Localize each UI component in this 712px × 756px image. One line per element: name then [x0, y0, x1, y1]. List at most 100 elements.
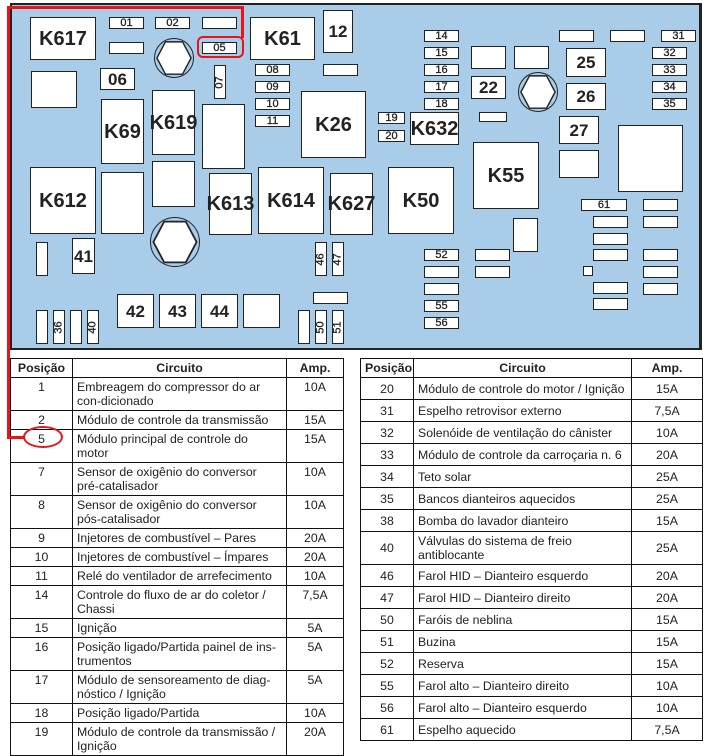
component-label: 14 [435, 29, 448, 42]
relay-k612: K612 [30, 167, 96, 234]
fuse-f05: 05 [202, 42, 237, 54]
relay-k617: K617 [30, 17, 96, 60]
amperage-cell: 10A [286, 495, 344, 529]
blank-slot [513, 218, 538, 252]
position-cell: 56 [360, 696, 414, 719]
amperage-cell: 15A [631, 509, 703, 532]
blank-slot [243, 294, 280, 328]
amperage-cell: 5A [286, 637, 344, 671]
fuse-f61: 61 [581, 199, 627, 211]
amperage-cell: 10A [286, 462, 344, 496]
circuit-cell: Espelho aquecido [413, 718, 632, 741]
mounting-bolt-icon [150, 217, 200, 267]
component-label: 36 [52, 320, 65, 334]
circuit-cell: Posição ligado/Partida painel de ins-tru… [72, 637, 287, 671]
highlight-line [7, 6, 10, 439]
amperage-cell: 15A [631, 377, 703, 400]
mounting-bolt-icon [154, 38, 194, 78]
blank-slot [313, 292, 348, 304]
header-circuit: Circuito [72, 358, 287, 378]
component-label: K619 [149, 111, 198, 134]
component-label: 05 [213, 41, 226, 54]
circuit-cell: Teto solar [413, 465, 632, 488]
blank-slot [643, 199, 678, 211]
component-label: 52 [435, 248, 448, 261]
component-label: 20 [385, 129, 398, 142]
amperage-cell: 10A [286, 566, 344, 586]
blank-slot [202, 104, 245, 169]
component-label: 06 [108, 69, 127, 89]
blank-slot [424, 266, 459, 278]
component-label: 55 [435, 299, 448, 312]
blank-slot [36, 310, 48, 344]
circuit-cell: Bomba do lavador dianteiro [413, 509, 632, 532]
blank-slot [101, 172, 144, 234]
amperage-cell: 10A [631, 421, 703, 444]
circuit-cell: Módulo de controle da transmissão [72, 410, 287, 430]
circuit-cell: Válvulas do sistema de freio antiblocant… [413, 531, 632, 565]
circuit-cell: Ignição [72, 618, 287, 638]
position-cell: 9 [10, 528, 73, 548]
fuse-f36: 36 [52, 310, 65, 344]
position-cell: 52 [360, 652, 414, 675]
position-cell: 1 [10, 377, 73, 411]
blank-slot [643, 249, 678, 261]
position-cell: 7 [10, 462, 73, 496]
fuse-f18: 18 [424, 98, 459, 110]
circuit-cell: Solenóide de ventilação do cânister [413, 421, 632, 444]
component-label: 32 [663, 46, 676, 59]
position-cell: 40 [360, 531, 414, 565]
blank-slot [618, 125, 683, 192]
circuit-cell: Bancos dianteiros aquecidos [413, 487, 632, 510]
blank-slot [36, 242, 48, 276]
fuse-f16: 16 [424, 64, 459, 76]
blank-slot [475, 249, 510, 261]
component-label: 33 [663, 63, 676, 76]
circuit-cell: Farol HID – Dianteiro esquerdo [413, 564, 632, 587]
fuse-f11: 11 [255, 115, 290, 127]
header-pos: Posição [10, 358, 73, 378]
position-cell: 46 [360, 564, 414, 587]
circuit-cell: Módulo de controle da carroçaria n. 6 [413, 443, 632, 466]
position-cell: 32 [360, 421, 414, 444]
component-label: 61 [597, 198, 611, 211]
circuit-cell: Espelho retrovisor externo [413, 399, 632, 422]
component-label: 15 [435, 46, 448, 59]
component-label: 35 [663, 97, 676, 110]
position-cell: 61 [360, 718, 414, 741]
component-label: 50 [314, 320, 327, 334]
fuse-r22: 22 [471, 76, 506, 99]
highlight-line [241, 6, 244, 38]
amperage-cell: 7,5A [286, 585, 344, 619]
amperage-cell: 25A [631, 465, 703, 488]
position-cell: 35 [360, 487, 414, 510]
fuse-f52: 52 [424, 249, 459, 261]
component-label: K614 [267, 189, 315, 212]
fuse-r06: 06 [100, 68, 135, 90]
component-label: K632 [410, 117, 459, 140]
amperage-cell: 7,5A [631, 718, 703, 741]
fuse-r44: 44 [201, 294, 238, 328]
fuse-r43: 43 [159, 294, 196, 328]
component-label: K61 [264, 27, 301, 50]
relay-k26: K26 [301, 91, 366, 158]
component-label: 43 [168, 301, 187, 321]
amperage-cell: 20A [286, 722, 344, 756]
fuse-f02: 02 [155, 17, 190, 29]
component-label: 34 [663, 80, 676, 93]
position-cell: 47 [360, 586, 414, 609]
fuse-f19: 19 [378, 112, 405, 124]
relay-k632: K632 [410, 112, 459, 145]
position-cell: 19 [10, 722, 73, 756]
position-cell: 20 [360, 377, 414, 400]
